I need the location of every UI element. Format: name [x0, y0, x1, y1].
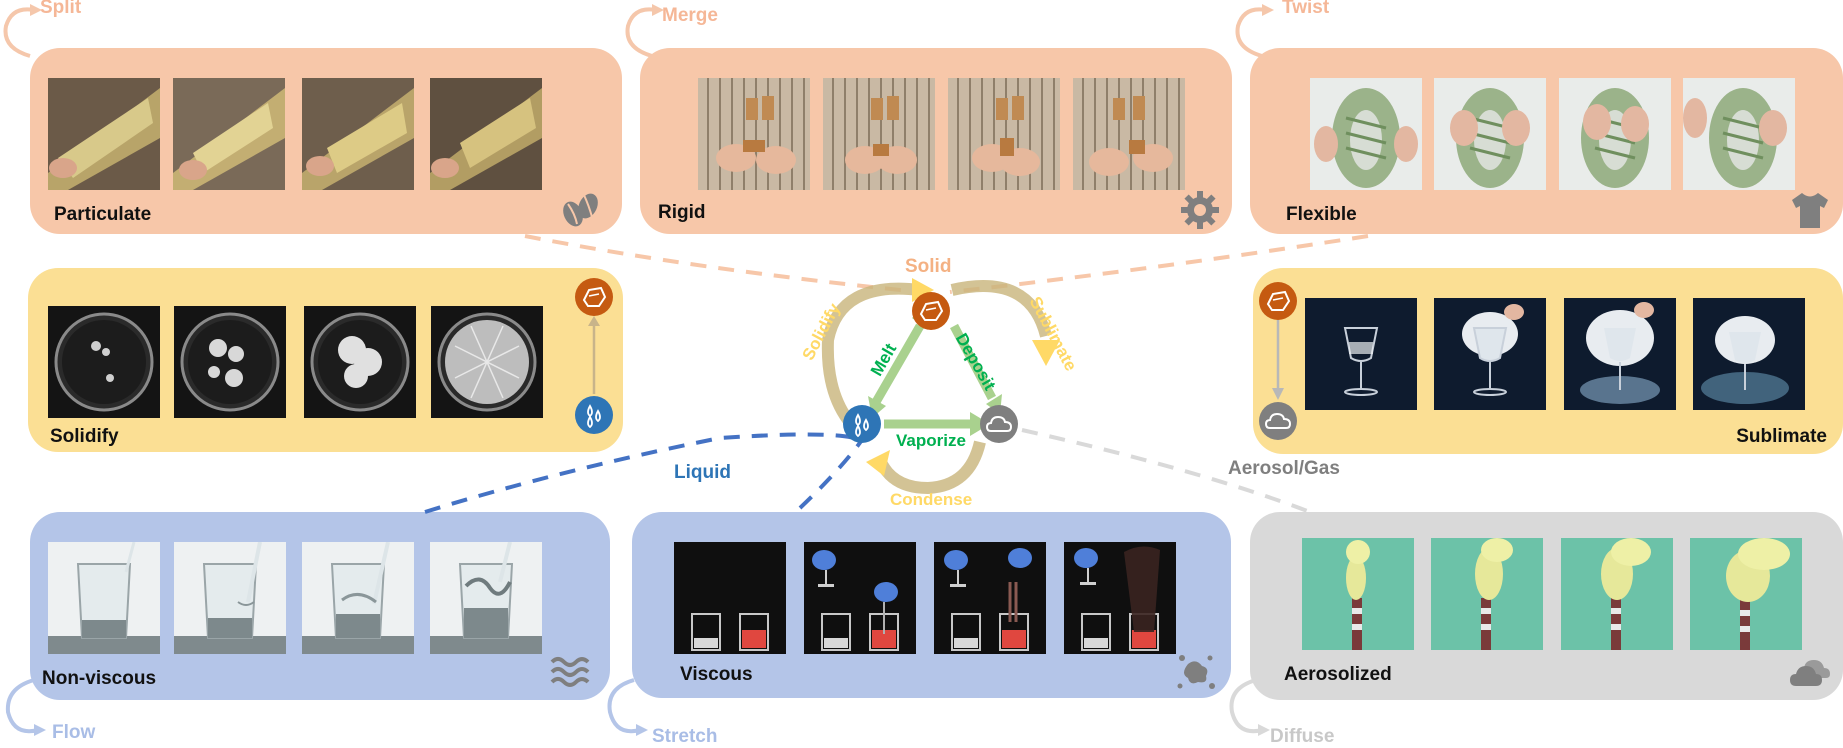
nonviscous-frame-1	[48, 542, 160, 654]
gear-icon	[1178, 188, 1222, 232]
solidify-panel: Solidify	[28, 268, 623, 452]
condense-transition-label: Condense	[890, 490, 973, 509]
diffuse-action-label: Diffuse	[1270, 726, 1335, 747]
particulate-frame-4	[430, 78, 542, 190]
sublimate-frame-2	[1434, 298, 1546, 410]
flexible-frame-2	[1434, 78, 1546, 190]
solid-state-label: Solid	[905, 256, 952, 277]
sublimate-cloud-icon	[1259, 402, 1297, 440]
viscous-label: Viscous	[680, 664, 753, 685]
coffee-beans-icon	[558, 188, 602, 232]
aerosolized-frame-4	[1690, 538, 1802, 650]
particulate-label: Particulate	[54, 204, 152, 225]
twist-action-label: Twist	[1282, 0, 1330, 18]
rigid-frame-1	[698, 78, 810, 190]
rigid-frame-3	[948, 78, 1060, 190]
solidify-frame-4	[431, 306, 543, 418]
solidify-droplets-icon	[575, 396, 613, 434]
clouds-icon	[1788, 650, 1832, 694]
particulate-frame-1	[48, 78, 160, 190]
flexible-panel: Flexible	[1250, 48, 1843, 234]
solidify-label: Solidify	[50, 426, 119, 447]
rigid-panel: Rigid	[640, 48, 1232, 234]
gas-node-cloud-icon	[980, 405, 1018, 443]
solidify-frame-1	[48, 306, 160, 418]
sublimate-frame-4	[1693, 298, 1805, 410]
solidify-frame-3	[304, 306, 416, 418]
tshirt-icon	[1788, 188, 1832, 232]
particulate-frame-2	[173, 78, 285, 190]
rigid-frame-2	[823, 78, 935, 190]
nonviscous-panel: Non-viscous	[30, 512, 610, 700]
split-action-label: Split	[40, 0, 82, 18]
liquid-state-label: Liquid	[674, 462, 731, 483]
nonviscous-frame-4	[430, 542, 542, 654]
aerosolized-label: Aerosolized	[1284, 664, 1392, 685]
sublimate-frame-1	[1305, 298, 1417, 410]
solidify-transition-label: Solidify	[798, 300, 845, 364]
aerosolized-panel: Aerosolized	[1250, 512, 1843, 700]
liquid-node-droplets-icon	[843, 405, 881, 443]
particulate-frame-3	[302, 78, 414, 190]
flexible-frame-4	[1683, 78, 1795, 190]
viscous-frame-2	[804, 542, 916, 654]
sublimate-panel: Sublimate	[1253, 268, 1843, 454]
aerosolized-frame-2	[1431, 538, 1543, 650]
deposit-transition-label: Deposit	[951, 330, 1000, 394]
splash-icon	[1174, 650, 1218, 694]
rigid-label: Rigid	[658, 202, 706, 223]
viscous-frame-3	[934, 542, 1046, 654]
viscous-panel: Viscous	[632, 512, 1231, 698]
vaporize-transition-label: Vaporize	[896, 431, 966, 450]
sublimate-transition-label: Sublimate	[1025, 293, 1081, 375]
viscous-frame-4	[1064, 542, 1176, 654]
melt-transition-label: Melt	[866, 340, 901, 380]
flow-action-label: Flow	[52, 722, 96, 743]
viscous-frame-1	[674, 542, 786, 654]
solidify-rock-icon	[575, 278, 613, 316]
merge-action-label: Merge	[662, 5, 718, 26]
flexible-frame-1	[1310, 78, 1422, 190]
flexible-frame-3	[1559, 78, 1671, 190]
aerosolized-frame-3	[1561, 538, 1673, 650]
sublimate-label: Sublimate	[1736, 426, 1827, 447]
nonviscous-label: Non-viscous	[42, 668, 157, 689]
particulate-panel: Particulate	[30, 48, 622, 234]
solidify-arrow	[588, 316, 600, 394]
nonviscous-frame-2	[174, 542, 286, 654]
sublimate-arrow	[1272, 320, 1284, 400]
gas-state-label: Aerosol/Gas	[1228, 458, 1340, 479]
sublimate-frame-3	[1564, 298, 1676, 410]
sublimate-rock-icon	[1259, 282, 1297, 320]
waves-icon	[548, 650, 592, 694]
nonviscous-frame-3	[302, 542, 414, 654]
rigid-frame-4	[1073, 78, 1185, 190]
solidify-frame-2	[174, 306, 286, 418]
solid-node-rock-icon	[912, 292, 950, 330]
aerosolized-frame-1	[1302, 538, 1414, 650]
flexible-label: Flexible	[1286, 204, 1357, 225]
stretch-action-label: Stretch	[652, 726, 718, 747]
